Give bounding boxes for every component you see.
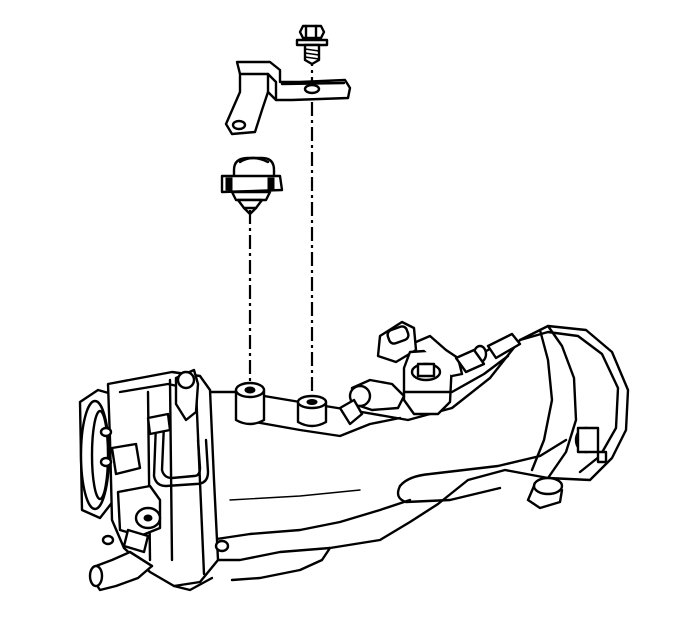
injector-cluster [338, 320, 486, 426]
intake-plenum [180, 324, 630, 582]
bracket-stud-boss [296, 394, 328, 428]
mounting-bolt [295, 24, 329, 66]
sensor [220, 156, 284, 216]
sensor-bracket [224, 60, 352, 136]
throttle-body [78, 368, 230, 592]
sensor-stud-boss [234, 381, 266, 426]
